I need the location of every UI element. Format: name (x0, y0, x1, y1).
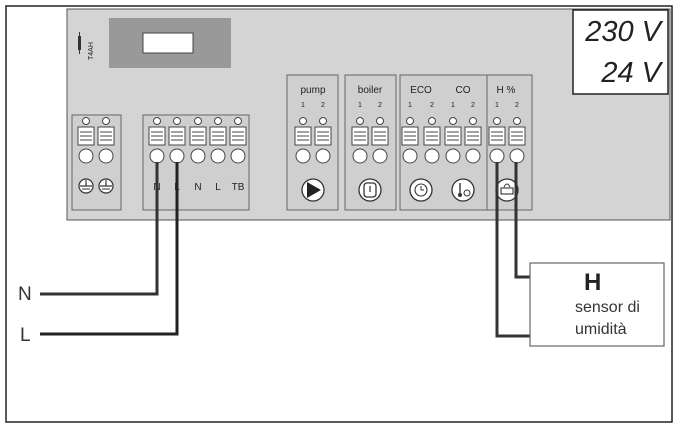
fuse-label: T4AH (88, 42, 95, 60)
screw-terminal (77, 117, 95, 164)
ground-icon (98, 178, 114, 194)
sensor-label-line2: umidità (575, 321, 627, 338)
screw-terminal (444, 117, 462, 164)
pin-number: 2 (378, 102, 382, 109)
screw-terminal (464, 117, 482, 164)
group-title-pump: pump (300, 85, 325, 96)
screw-terminal (189, 117, 207, 164)
pin-number: 2 (430, 102, 434, 109)
screw-terminal (351, 117, 369, 164)
screw-terminal (508, 117, 526, 164)
screw-terminal (488, 117, 506, 164)
humidity-sensor-box (529, 262, 665, 347)
wire-live (40, 162, 179, 336)
thermostat-icon (451, 178, 475, 202)
humidity-icon (495, 178, 519, 202)
boiler-icon (358, 178, 382, 202)
terminal-label-tb: TB (232, 182, 245, 193)
clock-icon (409, 178, 433, 202)
group-title-co: CO (456, 85, 471, 96)
screw-terminal (209, 117, 227, 164)
wire-label-l: L (20, 325, 31, 346)
display-screen (142, 32, 194, 54)
screw-terminal (168, 117, 186, 164)
terminal-label-l: L (215, 182, 221, 193)
wire-neutral (40, 162, 159, 296)
screw-terminal (97, 117, 115, 164)
screw-terminal (314, 117, 332, 164)
pump-icon (301, 178, 325, 202)
sensor-symbol: H (584, 269, 601, 296)
voltage-box (572, 9, 669, 95)
terminal-label-n: N (194, 182, 201, 193)
screw-terminal (148, 117, 166, 164)
pin-number: 1 (301, 102, 305, 109)
voltage-high: 230 V (584, 16, 663, 48)
screw-terminal (294, 117, 312, 164)
voltage-low: 24 V (600, 57, 663, 89)
group-title-boiler: boiler (358, 85, 383, 96)
pin-number: 2 (471, 102, 475, 109)
sensor-label-line1: sensor di (575, 299, 640, 316)
fuse-icon (78, 32, 81, 54)
wire-label-n: N (18, 284, 32, 305)
group-title-humidity: H % (497, 85, 516, 96)
group-title-eco: ECO (410, 85, 432, 96)
screw-terminal (423, 117, 441, 164)
terminal-blocks (77, 117, 526, 164)
pin-number: 1 (495, 102, 499, 109)
screw-terminal (229, 117, 247, 164)
pin-number: 1 (358, 102, 362, 109)
pin-number: 1 (451, 102, 455, 109)
pin-number: 2 (321, 102, 325, 109)
ground-icon (78, 178, 94, 194)
pin-number: 1 (408, 102, 412, 109)
screw-terminal (371, 117, 389, 164)
screw-terminal (401, 117, 419, 164)
pin-number: 2 (515, 102, 519, 109)
